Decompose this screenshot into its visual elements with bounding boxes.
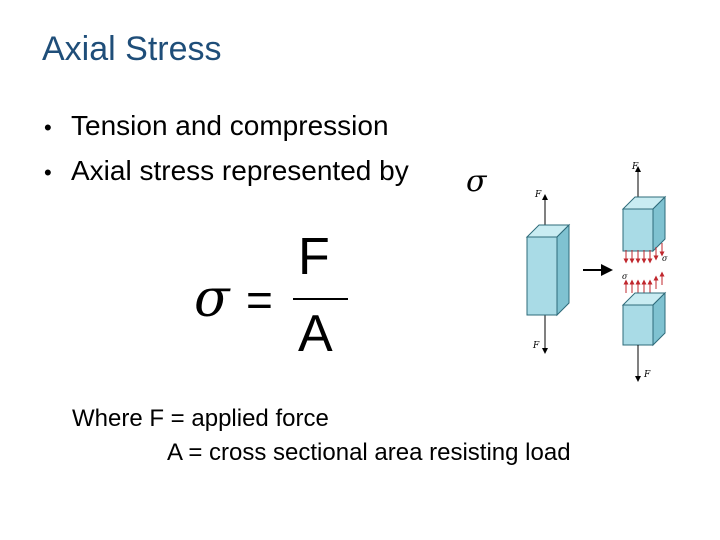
bullet-marker: • — [44, 115, 52, 140]
definition-area: A = cross sectional area resisting load — [167, 439, 571, 466]
definitions-block: Where F = applied force A = cross sectio… — [72, 402, 571, 470]
force-label-bottom: F — [532, 341, 540, 351]
axial-stress-diagram: F F F σ σ — [525, 162, 668, 382]
force-label-bottom-right: F — [643, 370, 651, 380]
inline-sigma-symbol: σ — [466, 164, 487, 199]
stress-label-lower: σ — [622, 272, 628, 281]
force-label-top: F — [534, 190, 542, 200]
bullet-item: • Axial stress represented by — [44, 149, 409, 194]
stress-label-upper: σ — [662, 254, 668, 263]
definition-force: Where F = applied force — [72, 405, 329, 432]
formula-equals: = — [246, 274, 273, 326]
bar-prism — [525, 223, 571, 317]
stress-arrows-lower — [623, 271, 665, 293]
bullet-marker: • — [44, 160, 52, 185]
fraction-bar — [293, 298, 348, 300]
bullet-text: Tension and compression — [71, 110, 389, 141]
bullet-text: Axial stress represented by — [71, 155, 409, 186]
force-label-top-right: F — [631, 162, 639, 172]
bullet-list: • Tension and compression • Axial stress… — [44, 104, 409, 194]
formula-sigma: σ — [194, 269, 230, 329]
upper-block — [621, 195, 667, 253]
formula-denominator: A — [298, 305, 333, 363]
formula-numerator: F — [298, 228, 330, 286]
slide-title: Axial Stress — [42, 30, 222, 68]
stress-arrows-upper — [623, 243, 665, 264]
lower-block — [621, 291, 667, 347]
bullet-item: • Tension and compression — [44, 104, 409, 149]
stress-formula: σ = F A — [190, 225, 370, 370]
